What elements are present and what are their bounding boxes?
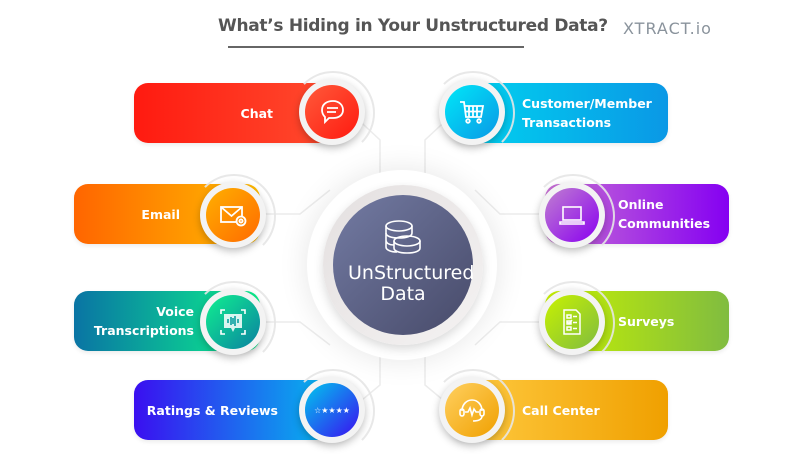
ratings-icon-badge: ☆★★★★ [291,369,375,453]
center-node: UnStructured Data [333,195,475,335]
xtract-logo: XTRACT.io [623,19,712,38]
cart-icon-badge [431,71,515,155]
page-title: What’s Hiding in Your Unstructured Data? [218,16,608,36]
voice-icon-badge [192,281,276,365]
source-label: Voice Transcriptions [93,304,194,338]
chat-icon-badge [291,71,375,155]
source-label: Customer/Member Transactions [522,96,652,130]
database-coins-icon [385,220,421,254]
survey-icon-badge [531,281,615,365]
laptop-icon-badge [531,174,615,258]
headset-icon-badge [431,369,515,453]
title-underline [228,46,524,48]
source-label: Call Center [522,402,600,418]
source-label: Chat [240,105,273,121]
source-label: Surveys [618,313,675,329]
source-label: Ratings & Reviews [146,402,278,418]
center-label: UnStructured Data [348,262,475,305]
source-label: Email [141,206,180,222]
email-icon-badge [192,174,276,258]
source-label: Online Communities [618,197,711,231]
